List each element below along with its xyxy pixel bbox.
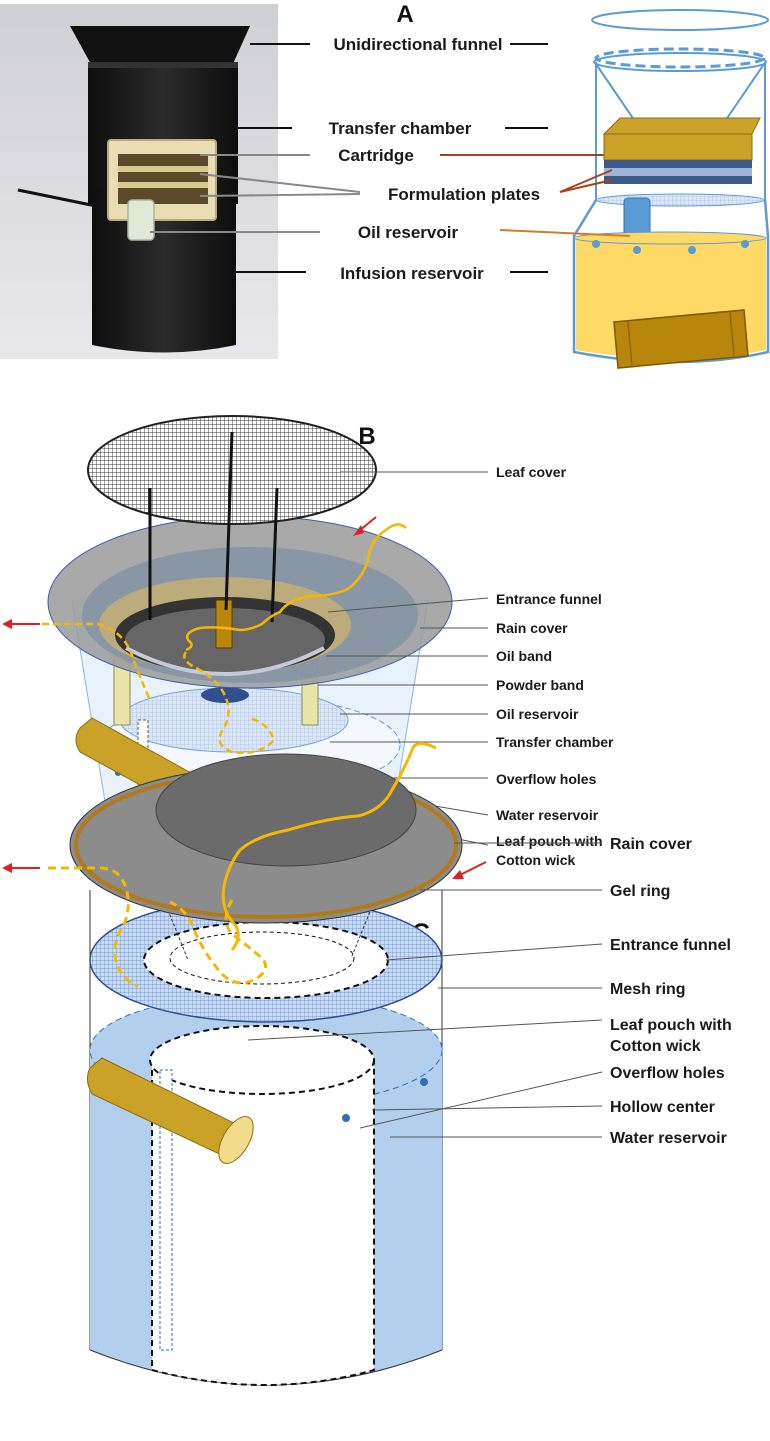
label-gel-ring: Gel ring bbox=[610, 883, 670, 900]
labels-a: Unidirectional funnel Transfer chamber C… bbox=[329, 35, 540, 283]
label-oil-reservoir: Oil reservoir bbox=[358, 223, 459, 242]
labels-b: Leaf cover Entrance funnel Rain cover Oi… bbox=[496, 464, 614, 868]
label-entrance-funnel-c: Entrance funnel bbox=[610, 937, 731, 954]
label-water-reservoir-c: Water reservoir bbox=[610, 1130, 727, 1147]
label-leaf-pouch-b: Leaf pouch with bbox=[496, 833, 603, 849]
label-oil-band: Oil band bbox=[496, 648, 552, 664]
trap-schematic-a bbox=[572, 9, 770, 369]
label-cotton-wick-c: Cotton wick bbox=[610, 1038, 701, 1055]
panel-a: A bbox=[0, 1, 770, 369]
label-overflow-holes-b: Overflow holes bbox=[496, 771, 597, 787]
leaders-a bbox=[150, 43, 631, 273]
label-mesh-ring: Mesh ring bbox=[610, 981, 686, 998]
label-infusion-reservoir: Infusion reservoir bbox=[340, 264, 484, 283]
label-water-reservoir-b: Water reservoir bbox=[496, 807, 599, 823]
label-entrance-funnel-b: Entrance funnel bbox=[496, 591, 602, 607]
label-transfer-chamber-b: Transfer chamber bbox=[496, 734, 614, 750]
leaders-c bbox=[247, 842, 603, 1138]
label-formulation-plates: Formulation plates bbox=[388, 185, 540, 204]
label-leaf-pouch-c: Leaf pouch with bbox=[610, 1017, 732, 1034]
label-rain-cover-b: Rain cover bbox=[496, 620, 568, 636]
panel-a-letter: A bbox=[396, 1, 413, 28]
trap-photo bbox=[0, 4, 278, 359]
label-rain-cover-c: Rain cover bbox=[610, 836, 692, 853]
panel-c: C bbox=[2, 742, 732, 1386]
label-leaf-cover: Leaf cover bbox=[496, 464, 567, 480]
labels-c: Rain cover Gel ring Entrance funnel Mesh… bbox=[610, 836, 732, 1147]
label-unidirectional-funnel: Unidirectional funnel bbox=[333, 35, 502, 54]
label-transfer-chamber: Transfer chamber bbox=[329, 119, 472, 138]
label-oil-reservoir-b: Oil reservoir bbox=[496, 706, 579, 722]
label-cartridge: Cartridge bbox=[338, 146, 414, 165]
label-hollow-center: Hollow center bbox=[610, 1099, 715, 1116]
label-powder-band: Powder band bbox=[496, 677, 584, 693]
label-cotton-wick-b: Cotton wick bbox=[496, 852, 576, 868]
label-overflow-holes-c: Overflow holes bbox=[610, 1065, 725, 1082]
panel-b-letter: B bbox=[358, 423, 375, 450]
